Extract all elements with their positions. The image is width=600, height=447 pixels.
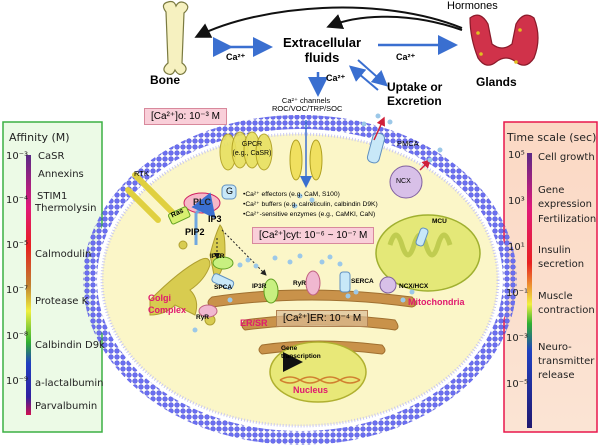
affinity-item: Protease K <box>35 296 89 307</box>
plc-label: PLC <box>193 197 211 207</box>
timescale-item: Insulin secretion <box>538 245 585 270</box>
affinity-tick: 10⁻⁸ <box>6 331 29 342</box>
ca-bone-label: Ca²⁺ <box>226 52 246 62</box>
timescale-tick: 10¹ <box>508 242 525 253</box>
affinity-tick: 10⁻⁴ <box>6 195 29 206</box>
channel-types-label: ROC/VOC/TRP/SOC <box>272 104 343 113</box>
ip3r-golgi-label: IP3R <box>210 253 225 260</box>
affinity-item: Calmodulin <box>35 249 92 260</box>
affinity-title: Affinity (M) <box>9 131 70 144</box>
affinity-tick: 10⁻³ <box>6 151 29 162</box>
affinity-item: Calbindin D9k <box>35 340 105 351</box>
gpcr-label: GPCR <box>241 141 263 148</box>
timescale-tick: 10⁻⁵ <box>506 379 529 390</box>
uptake-excretion-label: Uptake or Excretion <box>387 80 443 108</box>
spca-label: SPCA <box>214 284 233 291</box>
ecf-uptake-arrow <box>357 59 388 87</box>
ip3r-golgi-channel <box>212 256 234 270</box>
affinity-tick: 10⁻⁹ <box>6 376 29 387</box>
calcium-ions <box>192 113 443 333</box>
timescale-item: Cell growth <box>538 152 595 163</box>
affinity-item: Thermolysin <box>35 203 97 214</box>
timescale-item: Muscle contraction <box>538 291 595 316</box>
g-protein-label: G <box>226 186 234 196</box>
enzymes-note: •Ca²⁺-sensitive enzymes (e.g., CaMKI, Ca… <box>243 211 376 218</box>
ryr-golgi-channel <box>198 304 218 318</box>
serca-pump <box>339 271 351 293</box>
gpcr-example-label: (e.g., CaSR) <box>232 150 272 157</box>
hormones-label: Hormones <box>447 0 498 12</box>
pmca-label: PMCA <box>397 139 419 148</box>
ca-down-label: Ca²⁺ <box>326 73 346 83</box>
affinity-color-bar <box>26 155 31 415</box>
timescale-tick: 10⁻³ <box>506 333 529 344</box>
mcu-label: MCU <box>432 218 447 225</box>
affinity-item: CaSR <box>38 151 65 162</box>
affinity-item: Annexins <box>38 169 84 180</box>
ryr-golgi-label: RyR <box>196 314 210 321</box>
spca-pump <box>211 273 235 290</box>
ip3-label: IP3 <box>208 214 222 224</box>
timescale-panel <box>503 121 598 433</box>
bone-icon <box>162 0 189 76</box>
ip3-er-arrow <box>221 229 267 276</box>
timescale-color-bar <box>527 153 532 428</box>
g-protein <box>221 184 237 200</box>
hormone-ecf-arrow <box>326 14 463 31</box>
er-sr-label: ER/SR <box>240 318 268 328</box>
effectors-note: •Ca²⁺ effectors (e.g. CaM, S100) <box>243 191 340 198</box>
affinity-item: STIM1 <box>37 191 68 202</box>
rtk-label: RTK <box>134 169 149 178</box>
ca-channel-left <box>289 139 303 181</box>
cytosol-concentration-box: [Ca²⁺]cyt: 10⁻⁶ ~ 10⁻⁷ M <box>252 227 375 244</box>
ncx-exchanger <box>389 165 423 199</box>
er-concentration-box: [Ca²⁺]ER: 10⁻⁴ M <box>276 310 369 327</box>
bone-label: Bone <box>150 73 180 87</box>
timescale-title: Time scale (sec) <box>507 131 597 144</box>
ncx-hcx-label: NCX/HCX <box>399 283 429 290</box>
ca-channels-label: Ca²⁺ channels <box>281 96 331 105</box>
ip3r-er-label: IP3R <box>252 283 267 290</box>
cytosol-notes: •Ca²⁺ effectors (e.g. CaM, S100) •Ca²⁺ b… <box>243 190 378 220</box>
timescale-item: Neuro-transmitter release <box>538 342 595 381</box>
rtk-receptor <box>132 172 178 218</box>
affinity-tick: 10⁻⁵ <box>6 240 29 251</box>
pmca-pump <box>366 132 386 164</box>
ras-protein <box>167 206 191 225</box>
serca-label: SERCA <box>351 278 374 285</box>
ncx-hcx-exchanger <box>379 276 397 294</box>
buffers-note: •Ca²⁺ buffers (e.g. calreticulin, calbin… <box>243 201 378 208</box>
thyroid-gland-icon <box>469 14 539 66</box>
extracellular-fluids-label: Extracellular fluids <box>282 35 362 65</box>
mitochondria-label: Mitochondria <box>408 297 465 307</box>
pip2-label: PIP2 <box>185 227 205 237</box>
outside-concentration-box: [Ca²⁺]o: 10⁻³ M <box>144 108 227 125</box>
nucleus-label: Nucleus <box>293 385 329 395</box>
affinity-item: a-lactalbumin <box>35 378 104 389</box>
ca-glands-label: Ca²⁺ <box>396 52 416 62</box>
affinity-tick: 10⁻⁷ <box>6 285 29 296</box>
timescale-tick: 10³ <box>508 196 525 207</box>
transcription-arrow-icon <box>283 352 303 372</box>
ryr-er-channel <box>305 270 321 296</box>
affinity-item: Parvalbumin <box>35 401 98 412</box>
gpcr-receptor <box>219 131 273 171</box>
glands-label: Glands <box>476 75 517 89</box>
timescale-tick: 10⁵ <box>508 150 525 161</box>
timescale-item: Fertilization <box>538 214 597 225</box>
ncx-label: NCX <box>396 178 411 185</box>
hormone-bone-arrow <box>194 6 463 38</box>
gene-transcription-label: Gene transcription <box>281 345 321 360</box>
ip3r-er-channel <box>263 278 279 304</box>
mcu-channel <box>415 227 429 247</box>
timescale-item: Gene expression <box>538 185 592 210</box>
uptake-ecf-arrow <box>348 65 379 91</box>
ryr-er-label: RyR <box>293 280 307 287</box>
ca-channel-right <box>309 139 323 181</box>
timescale-tick: 10⁻¹ <box>506 288 529 299</box>
golgi-label: Golgi Complex <box>148 293 187 315</box>
